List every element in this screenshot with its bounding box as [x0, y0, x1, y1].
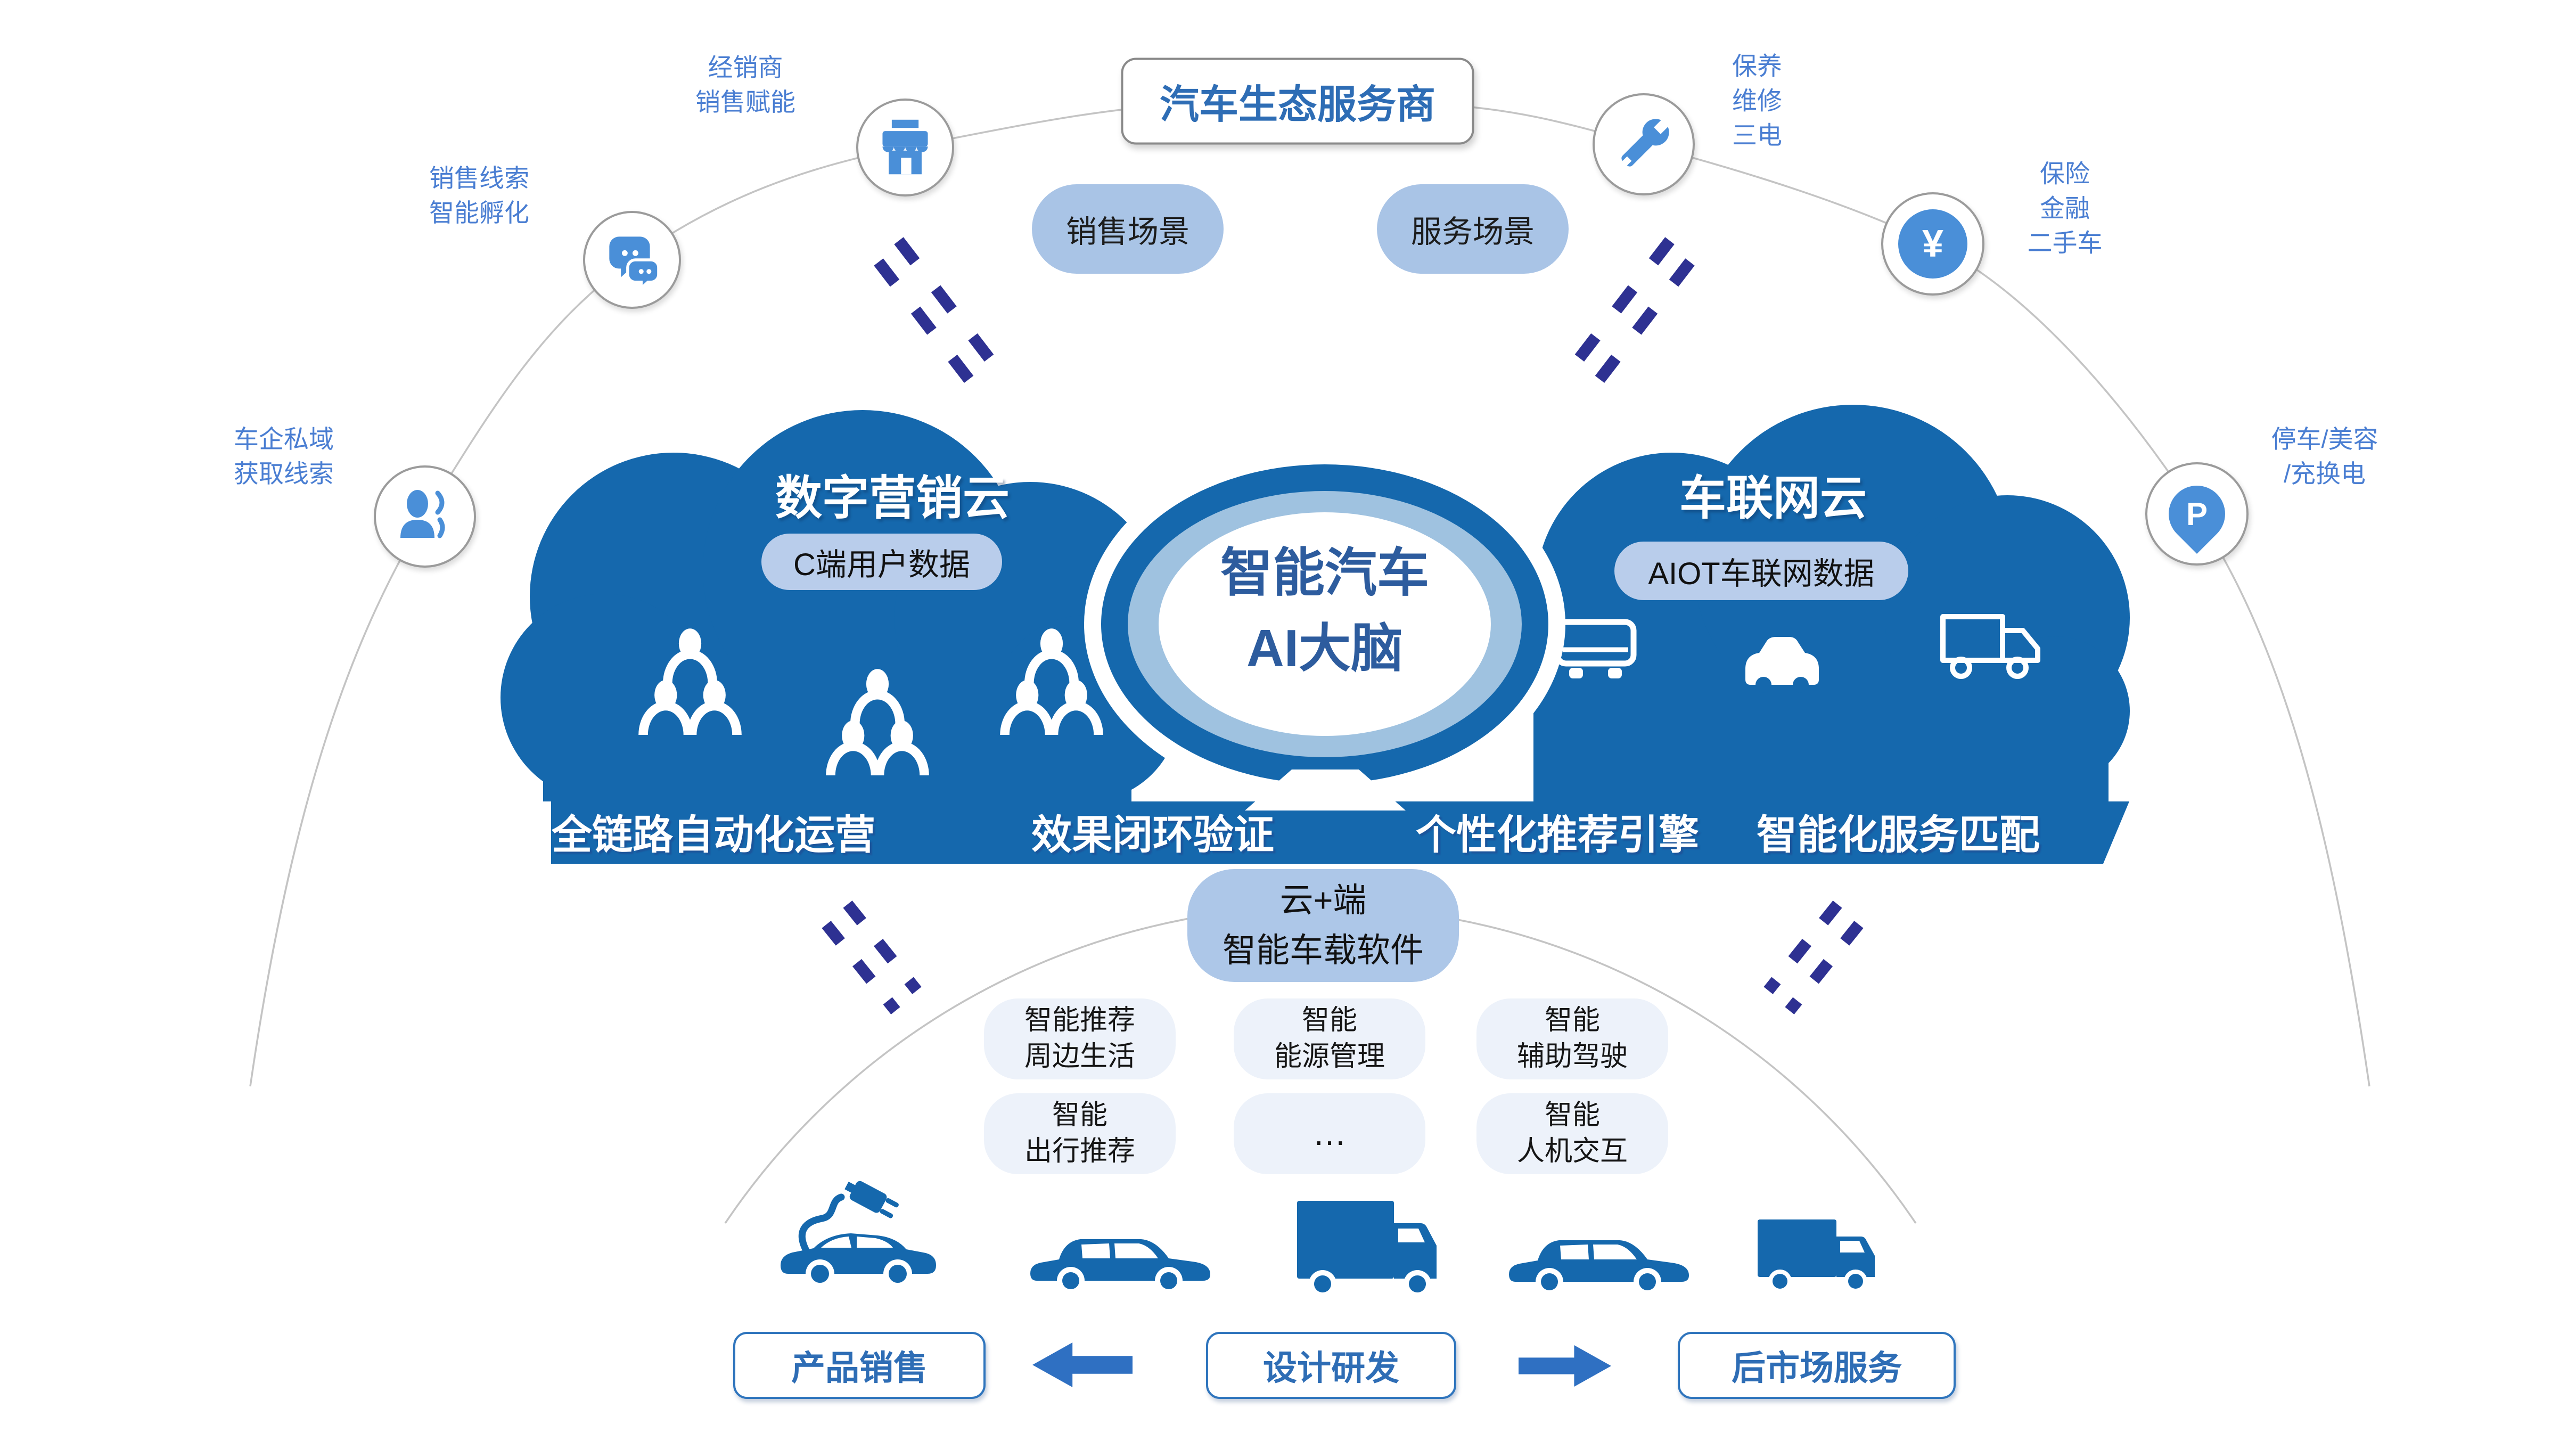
dashed-connector-top-left [874, 237, 996, 386]
cloud-edge-software-label: 云+端 智能车载软件 [1223, 881, 1424, 970]
storefront-badge [856, 99, 954, 197]
band-item-automation-label: 全链路自动化运营 [552, 813, 875, 858]
dashed-connector-top-right [1572, 237, 1695, 386]
yen-symbol: ¥ [1922, 223, 1944, 265]
car-icon [1745, 637, 1819, 693]
iov-cloud-title: 车联网云 [1679, 461, 1867, 528]
dashed-connector-bottom-right [1763, 900, 1864, 1014]
band-item-recommendation: 个性化推荐引擎 [1416, 802, 1699, 861]
marketing-cloud-title: 数字营销云 [775, 461, 1010, 528]
marketing-cloud-label: 数字营销云 [775, 471, 1010, 525]
suv-icon [1509, 1240, 1689, 1296]
bus-icon [1554, 619, 1637, 678]
parking-pin-badge: P [2145, 462, 2249, 566]
person-broadcast-icon [400, 490, 445, 538]
capability-band [551, 801, 2129, 864]
ai-brain-title: 智能汽车 AI大脑 [1220, 535, 1429, 686]
feature-label: 智能 能源管理 [1274, 1005, 1385, 1072]
iov-cloud-label: 车联网云 [1679, 471, 1867, 525]
ecosystem-provider-title: 汽车生态服务商 [1121, 58, 1474, 145]
band-item-service-matching-label: 智能化服务匹配 [1757, 813, 2040, 858]
storefront-icon [882, 119, 928, 175]
chat-bubbles-icon [609, 236, 660, 290]
suv-icon [1030, 1239, 1210, 1295]
feature-label: 智能 人机交互 [1516, 1100, 1628, 1167]
feature-pill-travel: 智能 出行推荐 [984, 1093, 1176, 1174]
parking-services-label: 停车/美容 /充换电 [2271, 422, 2378, 492]
design-rnd-box: 设计研发 [1206, 1332, 1456, 1399]
design-rnd-label: 设计研发 [1263, 1349, 1399, 1387]
yen-coin-badge: ¥ [1881, 192, 1984, 296]
sales-scene-pill: 销售场景 [1032, 184, 1224, 274]
ai-brain-line2: AI大脑 [1246, 619, 1404, 677]
feature-label: 智能推荐 周边生活 [1024, 1005, 1135, 1072]
c-user-data-pill: C端用户数据 [761, 534, 1002, 590]
wrench-icon [1621, 117, 1671, 167]
aiot-data-label: AIOT车联网数据 [1648, 556, 1875, 591]
service-scene-pill: 服务场景 [1377, 184, 1569, 274]
dealer-enablement-label: 经销商 销售赋能 [695, 51, 795, 120]
band-item-service-matching: 智能化服务匹配 [1757, 802, 2040, 861]
insurance-finance-text: 保险 金融 二手车 [2027, 159, 2103, 257]
parking-symbol: P [2186, 496, 2208, 532]
box-truck-icon [1297, 1201, 1437, 1298]
brain-stand [1245, 769, 1406, 811]
sales-leads-label: 销售线索 智能孵化 [429, 161, 529, 231]
parking-pin-icon: P [2157, 474, 2237, 554]
ecosystem-provider-label: 汽车生态服务商 [1160, 82, 1435, 127]
feature-label: 智能 辅助驾驶 [1516, 1005, 1628, 1072]
feature-pill-energy: 智能 能源管理 [1234, 998, 1425, 1079]
delivery-truck-icon [1758, 1219, 1875, 1293]
aftermarket-label: 后市场服务 [1732, 1349, 1902, 1387]
feature-pill-more: … [1234, 1093, 1425, 1174]
aftermarket-box: 后市场服务 [1678, 1332, 1956, 1399]
brain-core [1159, 512, 1491, 736]
band-item-validation: 效果闭环验证 [1031, 802, 1274, 861]
private-domain-text: 车企私域 获取线索 [234, 425, 334, 488]
wrench-badge [1593, 93, 1695, 195]
band-item-recommendation-label: 个性化推荐引擎 [1416, 813, 1699, 858]
product-sales-box: 产品销售 [733, 1332, 986, 1399]
insurance-finance-label: 保险 金融 二手车 [2028, 157, 2103, 261]
person-broadcast-badge [374, 465, 476, 568]
sales-leads-text: 销售线索 智能孵化 [429, 164, 529, 227]
yen-coin-icon: ¥ [1898, 209, 1967, 279]
feature-pill-hmi: 智能 人机交互 [1476, 1093, 1668, 1174]
product-sales-label: 产品销售 [791, 1349, 928, 1387]
parking-services-text: 停车/美容 /充换电 [2271, 425, 2378, 488]
ev-car-charging-icon [781, 1181, 936, 1288]
chat-badge [583, 211, 681, 309]
feature-pill-adas: 智能 辅助驾驶 [1476, 998, 1668, 1079]
sales-scene-label: 销售场景 [1065, 215, 1189, 249]
ai-brain-line1: 智能汽车 [1220, 543, 1430, 602]
band-item-validation-label: 效果闭环验证 [1031, 813, 1274, 858]
band-item-automation: 全链路自动化运营 [552, 802, 875, 861]
service-scene-label: 服务场景 [1410, 215, 1535, 249]
dashed-connector-bottom-left [822, 900, 922, 1014]
dealer-enablement-text: 经销商 销售赋能 [695, 53, 795, 116]
cloud-edge-software-pill: 云+端 智能车载软件 [1187, 869, 1459, 982]
private-domain-label: 车企私域 获取线索 [234, 422, 334, 492]
feature-label: … [1312, 1114, 1347, 1153]
feature-label: 智能 出行推荐 [1024, 1100, 1135, 1167]
aiot-data-pill: AIOT车联网数据 [1614, 542, 1908, 600]
c-user-data-label: C端用户数据 [793, 547, 970, 582]
maintenance-text: 保养 维修 三电 [1732, 52, 1782, 150]
maintenance-label: 保养 维修 三电 [1732, 50, 1782, 153]
feature-pill-recommend-life: 智能推荐 周边生活 [984, 998, 1176, 1079]
truck-icon [1940, 614, 2040, 679]
